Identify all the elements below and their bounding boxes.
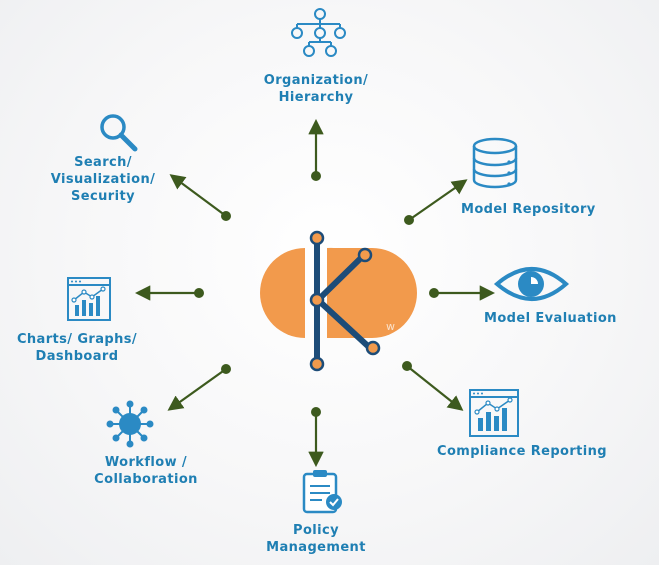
eye-icon bbox=[493, 267, 570, 301]
org-chart-icon bbox=[291, 8, 346, 57]
dot-search bbox=[221, 211, 231, 221]
label-evaluation: Model Evaluation bbox=[484, 311, 617, 326]
magnifier-icon bbox=[100, 114, 138, 152]
svg-text:w: w bbox=[386, 320, 395, 333]
label-workflow: Workflow / Collaboration bbox=[94, 455, 198, 487]
database-icon bbox=[472, 137, 518, 189]
dot-workflow bbox=[221, 364, 231, 374]
label-search: Search/ Visualization/ Security bbox=[50, 155, 156, 204]
label-policy: Policy Management bbox=[266, 523, 366, 555]
dot-organization bbox=[311, 171, 321, 181]
center-logo: w bbox=[260, 230, 417, 372]
arrow-compliance bbox=[406, 365, 464, 411]
bar-chart-icon-right bbox=[469, 389, 519, 437]
dot-evaluation bbox=[429, 288, 439, 298]
label-charts: Charts/ Graphs/ Dashboard bbox=[16, 332, 138, 364]
dot-charts bbox=[194, 288, 204, 298]
bar-chart-icon-left bbox=[67, 277, 111, 321]
arrow-workflow bbox=[167, 368, 227, 411]
label-organization: Organization/ Hierarchy bbox=[263, 73, 369, 105]
dot-repository bbox=[404, 215, 414, 225]
arrow-repository bbox=[408, 179, 468, 221]
dot-policy bbox=[311, 407, 321, 417]
label-compliance: Compliance Reporting bbox=[437, 444, 608, 459]
arrow-search bbox=[169, 174, 227, 217]
label-repository: Model Repository bbox=[461, 202, 596, 217]
network-hub-icon bbox=[106, 400, 154, 448]
clipboard-check-icon bbox=[302, 470, 342, 514]
dot-compliance bbox=[402, 361, 412, 371]
